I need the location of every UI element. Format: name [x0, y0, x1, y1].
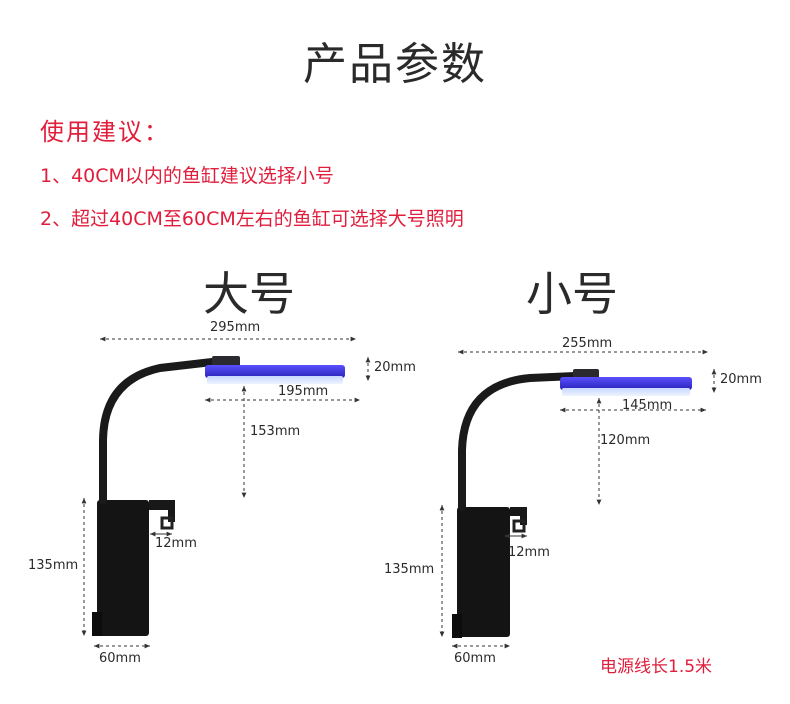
large-lamp-clip-screw	[160, 516, 174, 530]
small-light-drop-label: 120mm	[600, 433, 651, 448]
large-lamp-clip	[105, 500, 175, 522]
small-clip-label: 12mm	[508, 545, 550, 560]
small-lamp-base	[457, 507, 510, 637]
large-light-length-label: 195mm	[278, 384, 329, 399]
large-model-title: 大号	[203, 267, 295, 321]
usage-heading: 使用建议：	[40, 118, 170, 146]
large-light-height-label: 20mm	[374, 360, 416, 375]
large-light-drop-label: 153mm	[250, 424, 301, 439]
large-base-height-label: 135mm	[28, 558, 79, 573]
small-lamp-clip	[463, 507, 527, 525]
small-light-height-label: 20mm	[720, 372, 762, 387]
large-base-width-label: 60mm	[99, 651, 141, 666]
small-model-title: 小号	[526, 267, 618, 321]
usage-suggestions: 使用建议： 1、40CM以内的鱼缸建议选择小号 2、超过40CM至60CM左右的…	[40, 112, 464, 247]
small-light-length-label: 145mm	[622, 398, 673, 413]
small-lamp-light-bar	[560, 377, 692, 390]
usage-line-1: 1、40CM以内的鱼缸建议选择小号	[40, 165, 334, 187]
page-title: 产品参数	[303, 39, 487, 90]
large-lamp-base	[97, 500, 149, 636]
small-lamp-foot	[452, 614, 462, 638]
small-lamp-gooseneck	[458, 372, 579, 511]
large-clip-label: 12mm	[155, 536, 197, 551]
cable-length-note: 电源线长1.5米	[600, 657, 713, 677]
large-lamp-foot	[92, 612, 102, 636]
small-lamp	[452, 369, 692, 638]
large-lamp	[92, 356, 345, 636]
small-overall-width-label: 255mm	[562, 336, 613, 351]
small-lamp-light-glow	[562, 388, 690, 396]
usage-line-2: 2、超过40CM至60CM左右的鱼缸可选择大号照明	[40, 208, 464, 230]
large-lamp-light-bar	[205, 365, 345, 378]
small-base-height-label: 135mm	[384, 562, 435, 577]
small-dimension-lines	[439, 349, 717, 649]
small-base-width-label: 60mm	[454, 651, 496, 666]
large-dimension-lines	[81, 336, 371, 649]
large-lamp-light-glow	[207, 376, 343, 384]
large-overall-width-label: 295mm	[210, 320, 261, 335]
small-lamp-clip-screw	[512, 519, 526, 533]
large-lamp-gooseneck	[99, 358, 216, 504]
